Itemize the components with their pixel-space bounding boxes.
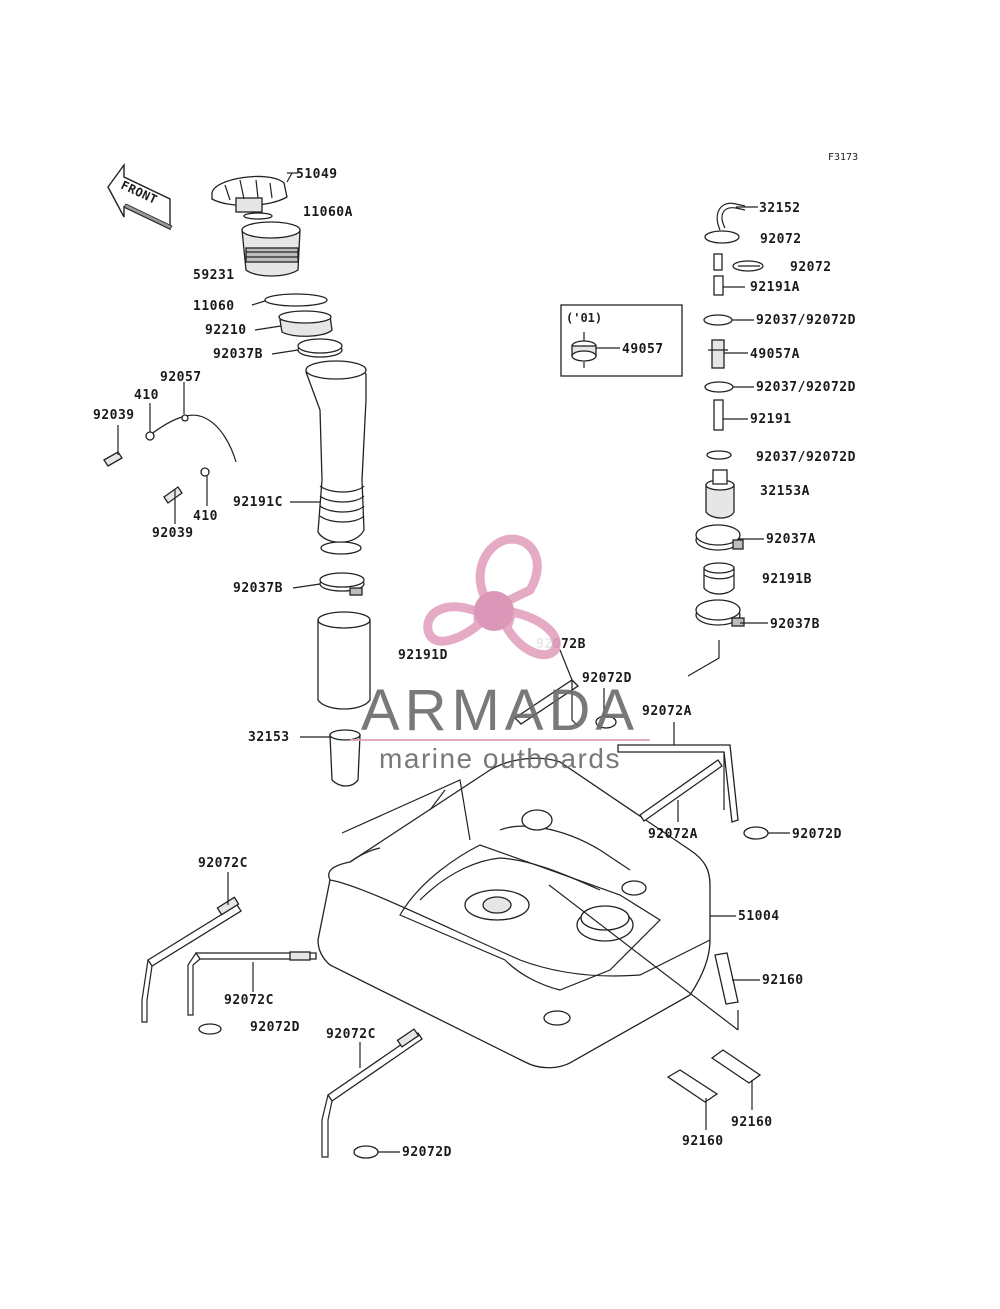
filler-neck-59231 xyxy=(241,221,301,277)
o-ring-11060a xyxy=(243,212,273,220)
inset-box xyxy=(560,304,683,377)
label-32153a: 32153A xyxy=(760,484,810,499)
pad-92160-a xyxy=(714,952,739,1005)
label-410-lower: 410 xyxy=(193,509,218,524)
label-11060a: 11060A xyxy=(303,205,353,220)
watermark: ARMADA marine outboards xyxy=(350,534,650,774)
label-92072d-b: 92072D xyxy=(792,827,842,842)
nut-92210 xyxy=(278,310,333,337)
label-92191b: 92191B xyxy=(762,572,812,587)
watermark-tagline: marine outboards xyxy=(379,743,621,774)
leader-lines xyxy=(149,172,790,1153)
washer-410-lower xyxy=(200,467,210,477)
label-92072-b: 92072 xyxy=(790,260,832,275)
screw-92039-lower xyxy=(163,486,183,520)
valve-49057 xyxy=(571,332,597,368)
label-92160-b: 92160 xyxy=(731,1115,773,1130)
pad-92160-b xyxy=(710,1049,762,1084)
label-49057: 49057 xyxy=(622,342,664,357)
propeller-icon xyxy=(423,534,561,660)
label-59231: 59231 xyxy=(193,268,235,283)
screw-92039-upper xyxy=(103,425,123,467)
label-92072d-a: 92072D xyxy=(582,671,632,686)
band-92072a xyxy=(617,744,739,823)
vent-hose-32152 xyxy=(716,202,746,231)
strap-92072c-b xyxy=(187,951,317,1016)
label-92072d-d: 92072D xyxy=(402,1145,452,1160)
label-51049: 51049 xyxy=(296,167,338,182)
strap-92057 xyxy=(149,414,237,463)
diagram-ref-code: F3173 xyxy=(828,152,858,163)
clip-92072d-c xyxy=(198,1023,222,1035)
label-92072-a: 92072 xyxy=(760,232,802,247)
label-92039-upper: 92039 xyxy=(93,408,135,423)
label-32153: 32153 xyxy=(248,730,290,745)
band-92072b xyxy=(513,679,580,727)
label-51004: 51004 xyxy=(738,909,780,924)
clamp-92037b-right xyxy=(695,599,745,627)
label-92191c: 92191C xyxy=(233,495,283,510)
fuel-tank-51004 xyxy=(317,757,739,1069)
label-92037b-lower: 92037B xyxy=(233,581,283,596)
label-92037b-right: 92037B xyxy=(770,617,820,632)
washer-410-upper xyxy=(145,431,155,441)
pad-92160-c xyxy=(666,1069,719,1103)
clip-92072-a xyxy=(704,230,740,244)
filler-hose-92191c xyxy=(305,360,367,555)
connector-stub xyxy=(713,253,723,271)
clamp-92037a xyxy=(695,524,744,551)
vent-body-32153a xyxy=(705,469,735,519)
front-arrow-icon: FRONT xyxy=(107,162,173,231)
label-92037a: 92037A xyxy=(766,532,816,547)
clip-92037-b xyxy=(704,381,734,393)
gasket-11060 xyxy=(264,293,328,307)
label-49057a: 49057A xyxy=(750,347,800,362)
tube-92191 xyxy=(713,399,724,431)
label-92191d: 92191D xyxy=(398,648,448,663)
label-92072a-a: 92072A xyxy=(642,704,692,719)
watermark-brand: ARMADA xyxy=(361,678,639,743)
clamp-92037b-upper xyxy=(297,338,343,358)
label-92037-92072d-b: 92037/92072D xyxy=(756,380,856,395)
clip-92072d-a xyxy=(595,715,617,729)
strap-92072c-c xyxy=(321,1028,423,1158)
label-92210: 92210 xyxy=(205,323,247,338)
label-92072c-b: 92072C xyxy=(224,993,274,1008)
label-92160-a: 92160 xyxy=(762,973,804,988)
label-92037-92072d-a: 92037/92072D xyxy=(756,313,856,328)
pipe-32153 xyxy=(329,729,361,787)
label-92057: 92057 xyxy=(160,370,202,385)
label-11060: 11060 xyxy=(193,299,235,314)
tube-92191d xyxy=(317,611,371,710)
label-92072d-c: 92072D xyxy=(250,1020,300,1035)
strap-92072c-a xyxy=(141,896,242,1023)
label-92191: 92191 xyxy=(750,412,792,427)
tube-92191a xyxy=(713,275,724,296)
inset-label: ('01) xyxy=(566,311,602,325)
label-92160-c: 92160 xyxy=(682,1134,724,1149)
label-92039-lower: 92039 xyxy=(152,526,194,541)
vent-line xyxy=(687,640,720,677)
label-92037b-upper: 92037B xyxy=(213,347,263,362)
clamp-92037b-lower xyxy=(319,572,365,596)
label-92072c-c: 92072C xyxy=(326,1027,376,1042)
clip-92037-a xyxy=(703,314,733,326)
clip-92037-c xyxy=(706,450,732,460)
part-labels: 51049 11060A 59231 11060 92210 92037B 92… xyxy=(93,167,856,1160)
label-92072a-b: 92072A xyxy=(648,827,698,842)
label-92037-92072d-c: 92037/92072D xyxy=(756,450,856,465)
clip-92072d-b xyxy=(743,826,769,840)
clip-92072d-d xyxy=(353,1145,379,1159)
label-410-upper: 410 xyxy=(134,388,159,403)
label-32152: 32152 xyxy=(759,201,801,216)
label-92072c-a: 92072C xyxy=(198,856,248,871)
valve-49057a xyxy=(708,339,728,369)
label-92191a: 92191A xyxy=(750,280,800,295)
hose-92191b xyxy=(703,562,735,595)
fuel-cap-51049 xyxy=(211,172,293,213)
